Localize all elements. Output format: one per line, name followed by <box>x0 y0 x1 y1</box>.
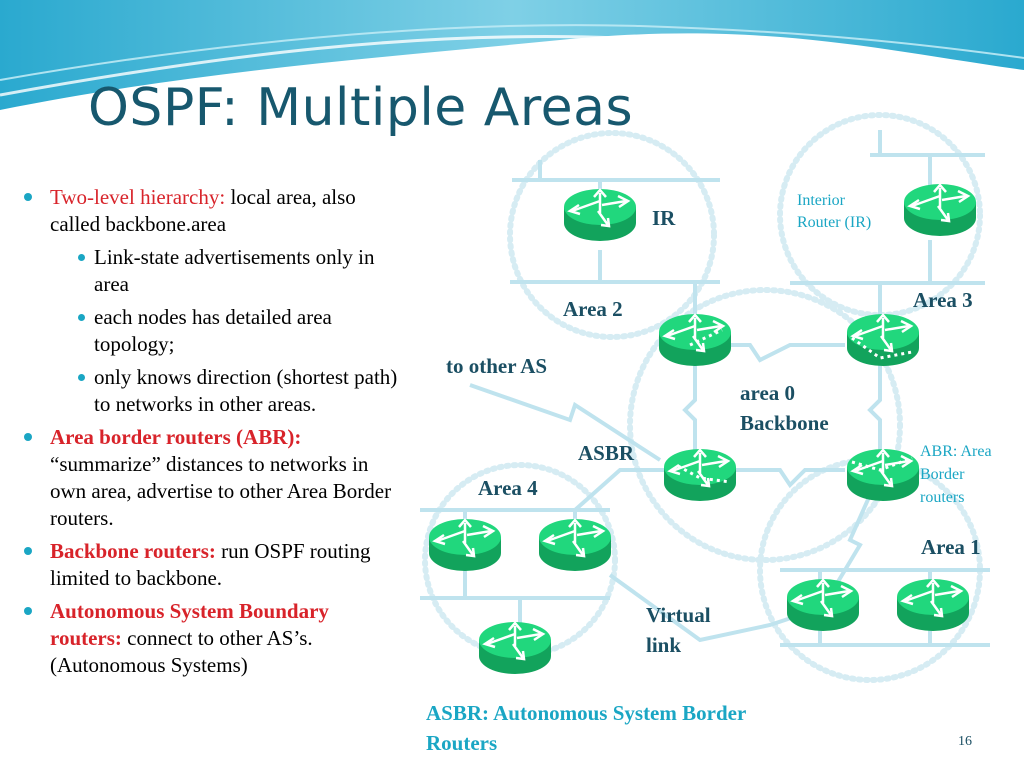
label-abr: ABR: Area Border routers <box>920 440 992 509</box>
label-line: link <box>646 633 682 657</box>
bullet-keyword: Backbone routers: <box>50 539 216 563</box>
label-line: Interior <box>797 192 845 209</box>
slide-number: 16 <box>958 734 972 749</box>
sub-bullet-direction: only knows direction (shortest path) to … <box>18 364 403 418</box>
bullet-backbone-routers: Backbone routers: run OSPF routing limit… <box>18 538 403 592</box>
label-line: area 0 <box>740 381 796 405</box>
router-icon <box>662 447 738 503</box>
bullet-text: connect to other AS’s. (Autonomous Syste… <box>50 626 313 677</box>
abr-marker <box>851 336 913 360</box>
slide-title: OSPF: Multiple Areas <box>88 78 634 138</box>
bullet-text: “summarize” distances to networks in own… <box>50 452 392 530</box>
header-wave <box>0 0 1024 110</box>
bullet-keyword: Area border routers (ABR): <box>50 425 302 449</box>
label-line: Virtual <box>646 603 711 627</box>
router-icon <box>657 312 733 368</box>
label-area-1: Area 1 <box>921 535 981 559</box>
virtual-link <box>608 573 801 643</box>
area4-to-asbr <box>573 468 665 512</box>
bullet-text: local area, also called backbone.area <box>50 185 356 236</box>
label-line: Border <box>920 466 965 483</box>
backbone-link-bottom <box>735 468 845 489</box>
to-other-as-link <box>469 383 662 462</box>
router-icon <box>785 577 861 633</box>
asbr-definition: ASBR: Autonomous System Border Routers <box>426 698 746 758</box>
backbone-link-right <box>867 360 882 460</box>
label-area-3: Area 3 <box>913 288 973 312</box>
router-icon <box>562 187 638 243</box>
label-line: Router (IR) <box>797 214 872 231</box>
backbone-link-top <box>700 343 845 363</box>
label-virtual-link: Virtual link <box>646 600 711 660</box>
area-0-boundary <box>627 287 903 563</box>
label-interior-router: Interior Router (IR) <box>797 190 871 234</box>
label-to-other-as: to other AS <box>446 354 548 378</box>
label-asbr: ASBR <box>578 441 635 465</box>
bullet-keyword: Two-level hierarchy: <box>50 185 226 209</box>
bullet-list: Two-level hierarchy: local area, also ca… <box>18 184 403 685</box>
label-area-0: area 0 Backbone <box>740 378 829 438</box>
sub-bullet-lsa: Link-state advertisements only in area <box>18 244 403 298</box>
abr-marker <box>689 328 723 347</box>
backbone-link-left <box>682 360 697 460</box>
abr-marker <box>677 464 731 484</box>
area-2-boundary <box>507 130 717 340</box>
label-area-4: Area 4 <box>478 476 538 500</box>
abr-to-area1 <box>828 494 872 597</box>
label-area-2: Area 2 <box>563 297 623 321</box>
router-icon <box>845 447 921 503</box>
sub-bullet-topology: each nodes has detailed area topology; <box>18 304 403 358</box>
bullet-text: run OSPF routing limited to backbone. <box>50 539 371 590</box>
router-icon <box>477 620 553 676</box>
bullet-asbr: Autonomous System Boundary routers: conn… <box>18 598 403 679</box>
router-icon <box>427 517 503 573</box>
bullet-abr: Area border routers (ABR): “summarize” d… <box>18 424 403 532</box>
abr-marker <box>851 456 913 472</box>
label-line: ABR: Area <box>920 443 992 460</box>
label-ir: IR <box>652 206 676 230</box>
router-icon <box>537 517 613 573</box>
label-line: routers <box>920 489 965 506</box>
label-line: Backbone <box>740 411 829 435</box>
bullet-keyword: Autonomous System Boundary routers: <box>50 599 329 650</box>
label-line: Routers <box>426 731 498 755</box>
label-line: ASBR: Autonomous System Border <box>426 701 747 725</box>
router-icon <box>895 577 971 633</box>
router-icon <box>902 182 978 238</box>
bullet-two-level-hierarchy: Two-level hierarchy: local area, also ca… <box>18 184 403 238</box>
